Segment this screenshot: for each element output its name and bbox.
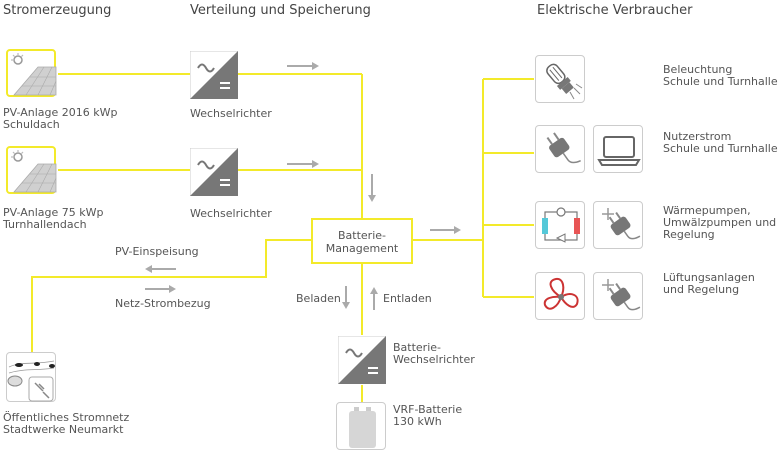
battery-management-line1: Batterie- [338, 229, 386, 242]
pv-panel-1 [6, 49, 57, 97]
laptop-icon [597, 136, 641, 166]
battery-box [336, 402, 386, 450]
user-power-line1: Nutzerstrom [663, 130, 732, 143]
battery-management-line2: Management [325, 242, 399, 255]
heat-pump-plug-box [593, 201, 643, 249]
heat-pump-line1: Wärmepumpen, [663, 204, 751, 217]
battery-management-box: Batterie- Management [311, 218, 413, 264]
ventilation-line1: Lüftungsanlagen [663, 271, 755, 284]
grid-draw-label: Netz-Strombezug [115, 297, 211, 310]
pv1-label: PV-Anlage 2016 kWp [3, 106, 118, 119]
grid-label-line2: Stadtwerke Neumarkt [3, 423, 124, 436]
inverter-icon [190, 148, 238, 196]
pv1-sublabel: Schuldach [3, 118, 60, 131]
heat-pump-line3: Regelung [663, 228, 715, 241]
inverter2-label: Wechselrichter [190, 207, 272, 220]
plug-icon [546, 132, 581, 164]
battery-inverter-line1: Batterie- [393, 341, 441, 354]
charge-label: Beladen [296, 292, 341, 305]
solar-panel-icon [11, 53, 57, 96]
lighting-line1: Beleuchtung [663, 63, 733, 76]
header-distribution: Verteilung und Speicherung [190, 3, 371, 18]
ventilation-box [535, 272, 585, 320]
header-generation: Stromerzeugung [3, 3, 112, 18]
inverter-icon [338, 336, 386, 384]
pv2-sublabel: Turnhallendach [3, 218, 87, 231]
user-power-laptop-box [593, 125, 643, 173]
battery-line1: VRF-Batterie [393, 403, 463, 416]
lighting-box [535, 55, 585, 103]
battery-icon [349, 407, 376, 448]
heat-pump-line2: Umwälzpumpen und [663, 216, 777, 229]
header-consumers: Elektrische Verbraucher [537, 3, 693, 18]
battery-inverter-line2: Wechselrichter [393, 353, 475, 366]
user-power-plug-box [535, 125, 585, 173]
battery-line2: 130 kWh [393, 415, 442, 428]
heat-pump-icon [542, 207, 580, 243]
plug-icon [602, 279, 641, 311]
pv2-label: PV-Anlage 75 kWp [3, 206, 104, 219]
inverter1-label: Wechselrichter [190, 107, 272, 120]
grid-box [6, 352, 56, 402]
inverter-icon [190, 51, 238, 99]
pv-panel-2 [6, 146, 57, 194]
heat-pump-box [535, 201, 585, 249]
ventilation-line2: und Regelung [663, 283, 740, 296]
lighting-line2: Schule und Turnhalle [663, 75, 778, 88]
bulb-icon [546, 63, 583, 100]
user-power-line2: Schule und Turnhalle [663, 142, 778, 155]
solar-panel-icon [11, 150, 57, 193]
fan-icon [543, 277, 579, 310]
grid-icon [7, 360, 55, 402]
ventilation-plug-box [593, 272, 643, 320]
discharge-label: Entladen [383, 292, 432, 305]
plug-icon [602, 208, 641, 240]
grid-label-line1: Öffentliches Stromnetz [3, 411, 130, 424]
feed-in-label: PV-Einspeisung [115, 245, 199, 258]
